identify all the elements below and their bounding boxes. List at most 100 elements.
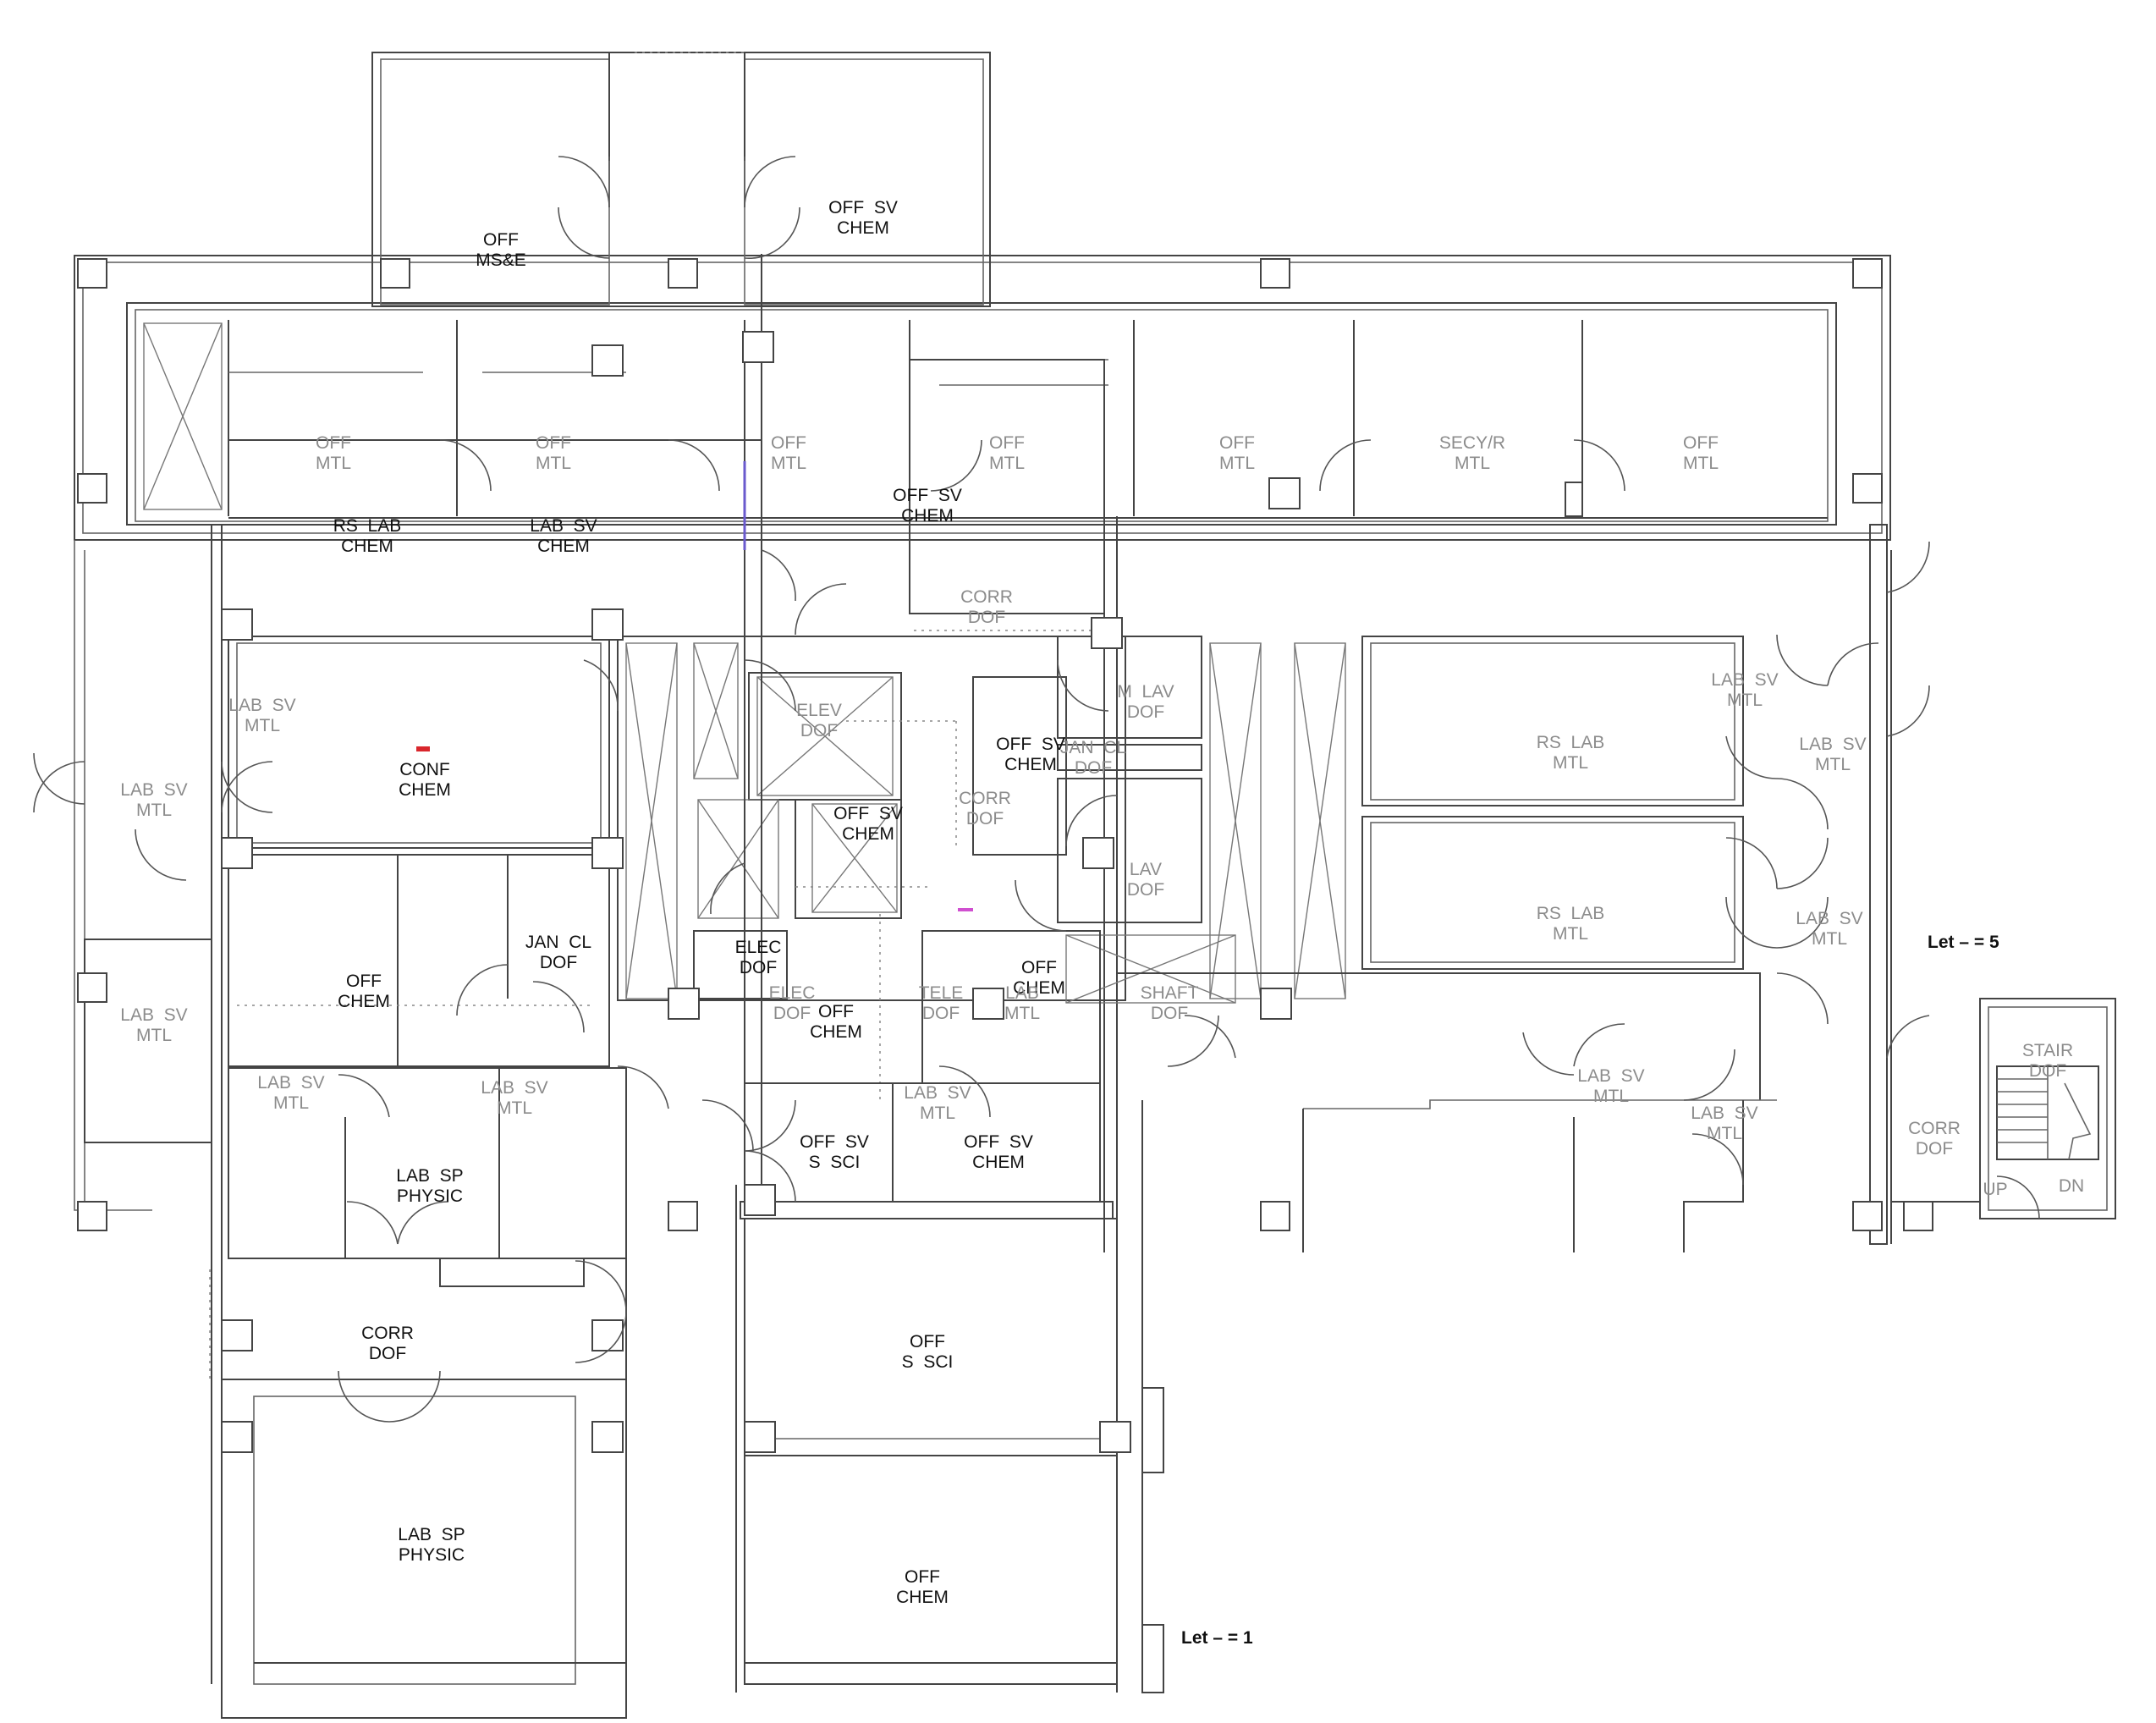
- room-label-line1: STAIR: [2022, 1041, 2073, 1060]
- room-label-line1: OFF SV: [800, 1132, 869, 1152]
- room-label-line1: LAB SV: [904, 1083, 971, 1103]
- room-label-line1: OFF: [1683, 433, 1719, 453]
- room-label-line2: CHEM: [1013, 978, 1065, 998]
- room-label-line1: CORR: [1908, 1119, 1961, 1138]
- room-label-line1: OFF: [316, 433, 351, 453]
- room-label-line1: OFF SV: [893, 486, 962, 505]
- room-label-line1: LAB SV: [481, 1078, 547, 1098]
- center-right-block: [740, 359, 1346, 1252]
- room-label-line2: CHEM: [399, 780, 451, 800]
- room-label-line2: DOF: [773, 1004, 811, 1023]
- room-label-line1: OFF: [989, 433, 1025, 453]
- room-label-line1: ELEC: [735, 938, 782, 957]
- room-label-line1: OFF SV: [828, 198, 898, 217]
- structural-columns: [77, 258, 1933, 1453]
- room-label-line2: S SCI: [809, 1153, 861, 1172]
- room-label-line1: OFF SV: [996, 735, 1065, 754]
- room-label-line2: CHEM: [810, 1022, 862, 1042]
- room-label-line2: DOF: [922, 1004, 960, 1023]
- room-label-line1: OFF: [346, 972, 382, 991]
- room-label-line1: LAB SP: [398, 1525, 465, 1544]
- room-label-line2: DOF: [740, 958, 777, 977]
- room-label-line1: LAB SV: [1799, 735, 1866, 754]
- room-label-line2: PHYSIC: [397, 1186, 463, 1206]
- room-label-line2: MTL: [989, 454, 1025, 473]
- room-label-line1: CONF: [399, 760, 450, 779]
- left-wing: [74, 525, 627, 1684]
- room-label-line2: MTL: [1553, 924, 1588, 944]
- room-label-line2: PHYSIC: [399, 1545, 465, 1565]
- room-label-line1: LAB: [1005, 983, 1039, 1003]
- room-label-line2: MTL: [1683, 454, 1719, 473]
- room-label-line2: DOF: [369, 1344, 406, 1363]
- room-label-line1: LAB SV: [1577, 1066, 1644, 1086]
- room-label-line2: MTL: [245, 716, 280, 735]
- room-label-line1: OFF SV: [964, 1132, 1033, 1152]
- room-label-line1: OFF: [818, 1002, 854, 1021]
- room-label-line1: SECY/R: [1439, 433, 1505, 453]
- note-level-5: Let – = 5: [1928, 933, 1999, 952]
- room-label-line1: LAB SV: [120, 1005, 187, 1025]
- room-label-line1: OFF: [536, 433, 571, 453]
- room-label-line1: CORR: [959, 789, 1011, 808]
- room-label-line1: LAV: [1130, 860, 1162, 879]
- room-label-line2: MTL: [1219, 454, 1255, 473]
- room-label-line1: LAB SV: [1691, 1104, 1757, 1123]
- room-label-off-sv-s-sci: OFF SVS SCI: [800, 1132, 869, 1172]
- room-label-line2: DOF: [1075, 758, 1112, 778]
- room-label-line1: LAB SV: [257, 1073, 324, 1093]
- room-label-line1: JAN CL: [1060, 738, 1126, 757]
- room-label-line1: CORR: [361, 1324, 414, 1343]
- note-level-1: Let – = 1: [1181, 1628, 1253, 1648]
- room-label-line2: DOF: [1151, 1004, 1188, 1023]
- room-label-line2: CHEM: [837, 218, 889, 238]
- room-label-line2: MTL: [1553, 753, 1588, 773]
- room-label-line2: CHEM: [972, 1153, 1025, 1172]
- door-swings: [33, 156, 2040, 1423]
- room-label-line1: RS LAB: [1537, 733, 1605, 752]
- room-label-line1: LAB SV: [1711, 670, 1778, 690]
- room-label-line1: OFF: [905, 1567, 940, 1587]
- room-label-line2: CHEM: [341, 537, 393, 556]
- room-label-line1: RS LAB: [1537, 904, 1605, 923]
- room-label-line1: LAB SV: [1796, 909, 1862, 928]
- outer-shell: [74, 52, 1891, 541]
- room-label-line1: OFF: [1021, 958, 1057, 977]
- room-label-line2: MTL: [316, 454, 351, 473]
- room-label-line2: MTL: [497, 1098, 532, 1118]
